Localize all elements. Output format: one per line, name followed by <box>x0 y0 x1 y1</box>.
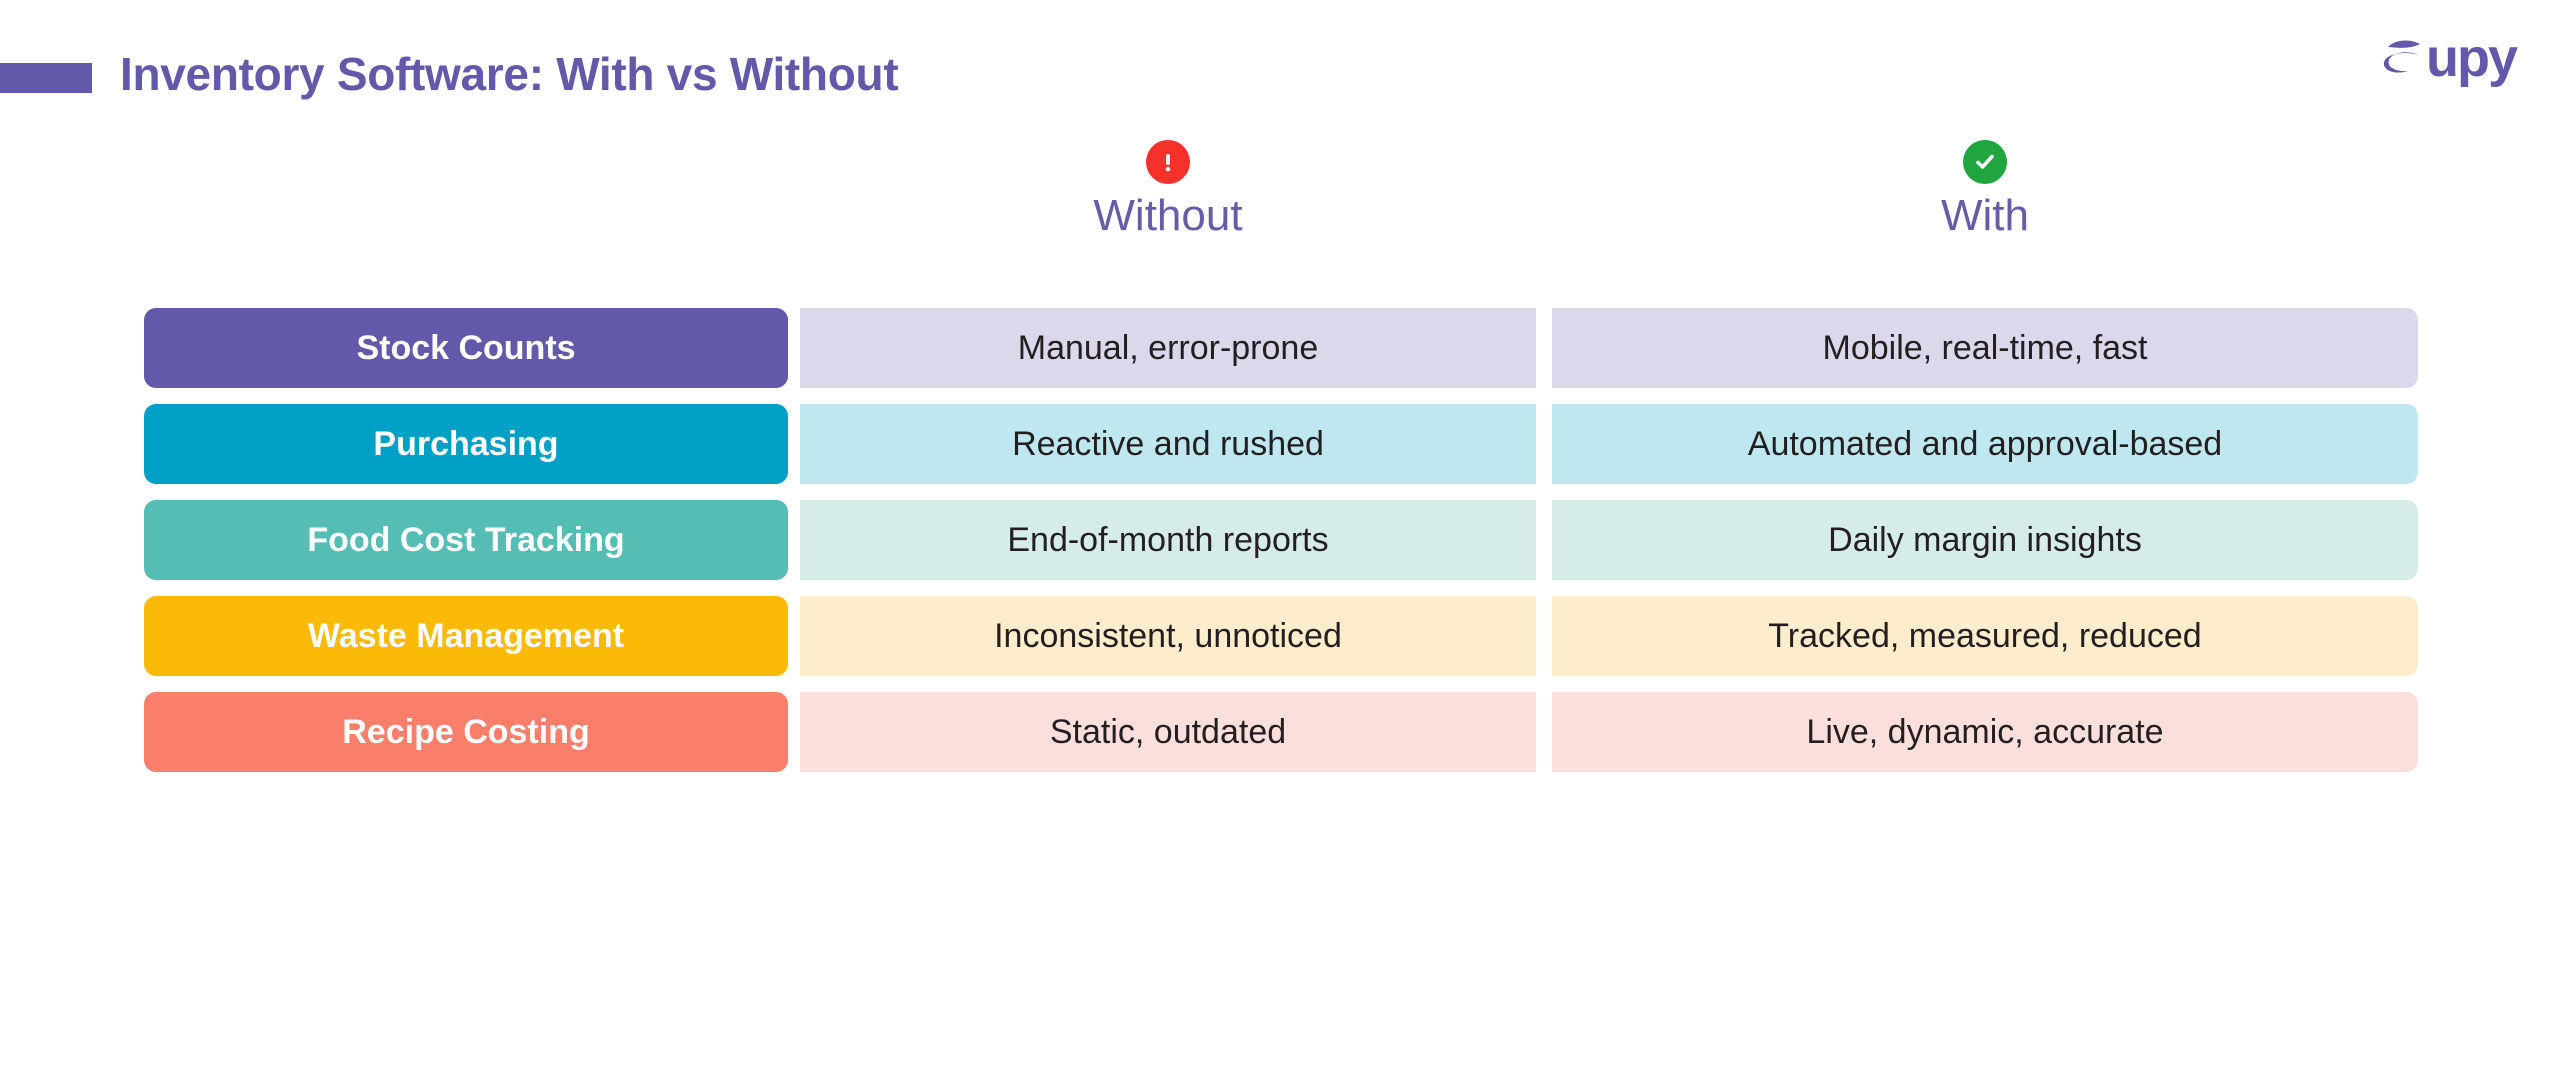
column-header-without-label: Without <box>1093 191 1243 240</box>
row-cell-with: Live, dynamic, accurate <box>1552 692 2418 772</box>
title-accent-bar <box>0 63 92 93</box>
page-title: Inventory Software: With vs Without <box>120 48 899 100</box>
row-category-label: Waste Management <box>144 596 788 676</box>
brand-logo: upy <box>2378 28 2518 88</box>
supy-swirl-icon <box>2378 31 2430 86</box>
column-headers: Without With <box>0 140 2560 290</box>
brand-wordmark: upy <box>2425 28 2518 88</box>
row-category-label: Stock Counts <box>144 308 788 388</box>
alert-circle-icon <box>1146 140 1190 184</box>
row-cell-without: Manual, error-prone <box>800 308 1536 388</box>
row-cell-with: Daily margin insights <box>1552 500 2418 580</box>
page-header: Inventory Software: With vs Without upy <box>0 0 2560 118</box>
column-header-with: With <box>1552 140 2418 238</box>
row-cell-without: Inconsistent, unnoticed <box>800 596 1536 676</box>
column-header-without: Without <box>800 140 1536 238</box>
row-cell-without: Static, outdated <box>800 692 1536 772</box>
row-category-label: Food Cost Tracking <box>144 500 788 580</box>
row-cell-with: Automated and approval-based <box>1552 404 2418 484</box>
row-cell-with: Mobile, real-time, fast <box>1552 308 2418 388</box>
column-header-with-label: With <box>1941 191 2029 240</box>
row-cell-with: Tracked, measured, reduced <box>1552 596 2418 676</box>
row-cell-without: End-of-month reports <box>800 500 1536 580</box>
row-category-label: Recipe Costing <box>144 692 788 772</box>
row-category-label: Purchasing <box>144 404 788 484</box>
row-cell-without: Reactive and rushed <box>800 404 1536 484</box>
check-circle-icon <box>1963 140 2007 184</box>
